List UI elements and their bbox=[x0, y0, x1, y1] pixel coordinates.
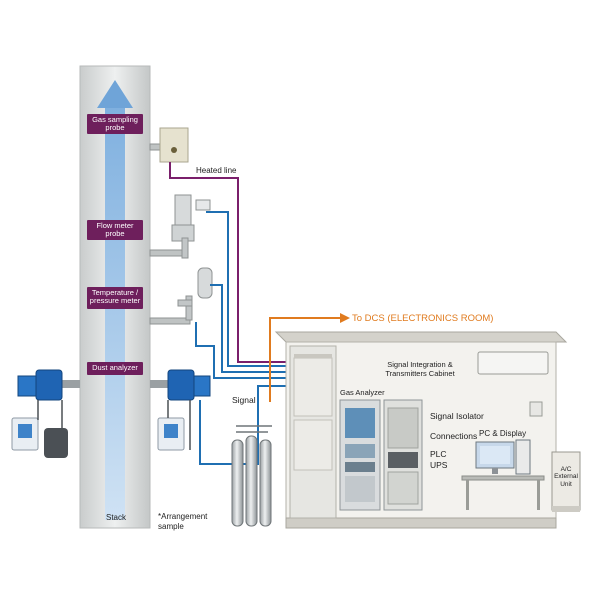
ups-label: UPS bbox=[430, 460, 448, 470]
signal-integration-label: Signal Integration & Transmitters Cabine… bbox=[385, 360, 455, 378]
flow-meter-probe-tag: Flow meter probe bbox=[87, 220, 143, 240]
dcs-arrowhead bbox=[340, 313, 350, 323]
signal-isolator-label: Signal Isolator bbox=[430, 411, 484, 421]
heated-line-label: Heated line bbox=[196, 166, 237, 175]
dust-analyzer-tag: Dust analyzer bbox=[87, 362, 143, 375]
gas-analyzer-cabinet bbox=[339, 399, 381, 511]
pc-display-desk bbox=[461, 439, 545, 510]
dcs-line bbox=[269, 317, 340, 402]
gas-sampling-probe-label: Gas sampling probe bbox=[92, 115, 138, 133]
dust-analyzer-left bbox=[17, 369, 80, 401]
temp-pressure-label: Temperature / pressure meter bbox=[89, 288, 141, 306]
to-dcs-label: To DCS (ELECTRONICS ROOM) bbox=[352, 313, 494, 324]
arrangement-sample-label: *Arrangement sample bbox=[158, 512, 208, 531]
ac-external-label: A/C External Unit bbox=[554, 466, 578, 488]
gas-analyzer-label: Gas Analyzer bbox=[340, 388, 385, 397]
pc-display-label: PC & Display bbox=[479, 429, 527, 438]
signal-line-temp-2 bbox=[195, 322, 296, 379]
gas-sampling-probe-tag: Gas sampling probe bbox=[87, 114, 143, 134]
temp-pressure-tag: Temperature / pressure meter bbox=[87, 287, 143, 309]
dust-analyzer-right bbox=[150, 369, 211, 401]
gas-sampling-probe-device bbox=[149, 127, 189, 163]
connections-label: Connections bbox=[430, 431, 478, 441]
signal-label: Signal bbox=[232, 395, 256, 405]
signal-line-temp bbox=[210, 284, 296, 373]
dust-analyzer-label: Dust analyzer bbox=[92, 363, 138, 372]
flow-meter-probe-device bbox=[149, 194, 211, 259]
gas-cylinders bbox=[231, 425, 272, 527]
ac-external-unit bbox=[551, 451, 581, 512]
stack-flow-arrow-shaft bbox=[105, 105, 125, 520]
plc-label: PLC bbox=[430, 449, 447, 459]
stack-flow-arrowhead bbox=[97, 80, 133, 108]
ac-indoor-unit bbox=[477, 351, 549, 375]
dust-control-units bbox=[11, 400, 191, 458]
signal-line-flow bbox=[206, 211, 296, 367]
heated-line bbox=[169, 162, 300, 363]
signal-integration-cabinet bbox=[383, 399, 423, 511]
thermostat bbox=[529, 401, 543, 417]
flow-meter-probe-label: Flow meter probe bbox=[96, 221, 134, 239]
temperature-pressure-device bbox=[149, 267, 213, 325]
stack-label: Stack bbox=[106, 513, 127, 522]
